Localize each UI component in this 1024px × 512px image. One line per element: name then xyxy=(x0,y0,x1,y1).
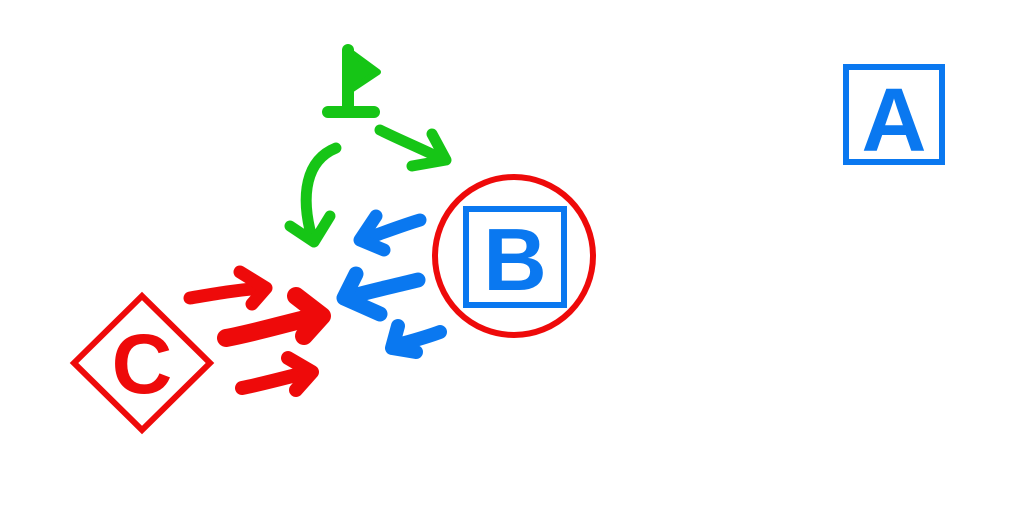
blue-arrow-3 xyxy=(385,319,447,359)
green-arrow-1 xyxy=(374,124,452,172)
red-arrow-1 xyxy=(183,265,273,311)
node-b-label: B xyxy=(483,210,547,309)
node-c[interactable]: C xyxy=(69,291,215,435)
blue-arrow-1 xyxy=(353,209,427,257)
blue-arrow-2 xyxy=(336,266,426,322)
node-a-frame xyxy=(843,64,945,165)
red-arrow-3 xyxy=(235,351,319,397)
red-arrow-2 xyxy=(217,287,331,347)
node-b-frame xyxy=(463,206,567,308)
node-c-label: C xyxy=(112,317,173,411)
node-a[interactable]: A xyxy=(843,64,945,171)
green-arrows xyxy=(284,124,452,248)
blue-arrows xyxy=(336,209,447,359)
node-c-frame xyxy=(69,291,215,435)
node-b-ring xyxy=(432,174,596,338)
node-b[interactable]: B xyxy=(432,174,596,338)
flag-icon xyxy=(322,44,381,118)
green-arrow-2 xyxy=(284,142,342,248)
node-a-label: A xyxy=(862,71,927,171)
red-arrows xyxy=(183,265,331,397)
